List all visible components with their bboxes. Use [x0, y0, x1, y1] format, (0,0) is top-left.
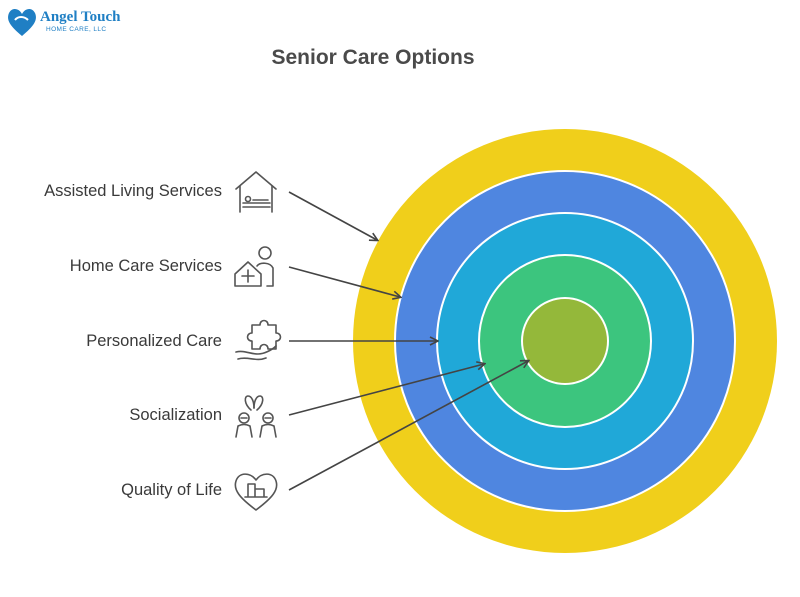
people-socializing-icon	[235, 395, 277, 438]
logo-subtitle: HOME CARE, LLC	[46, 26, 107, 33]
label-quality-of-life: Quality of Life	[121, 481, 222, 499]
logo-name: Angel Touch	[40, 9, 121, 25]
label-socialization: Socialization	[129, 406, 222, 424]
label-personalized-care: Personalized Care	[86, 332, 222, 350]
label-home-care: Home Care Services	[69, 257, 222, 275]
arrow-home-care	[288, 266, 400, 297]
home-care-person-icon	[234, 246, 274, 287]
arrow-quality-of-life	[288, 361, 528, 491]
heart-buildings-icon	[234, 473, 278, 511]
page-title: Senior Care Options	[271, 46, 475, 69]
house-bed-icon	[235, 171, 277, 213]
heart-logo-icon	[8, 8, 36, 36]
hand-puzzle-icon	[235, 319, 282, 361]
label-assisted-living: Assisted Living Services	[44, 182, 222, 200]
arrow-assisted-living	[288, 191, 377, 240]
arrow-socialization	[288, 364, 484, 416]
quality-of-life-ring	[521, 297, 609, 385]
company-logo: Angel Touch HOME CARE, LLC	[6, 4, 136, 40]
